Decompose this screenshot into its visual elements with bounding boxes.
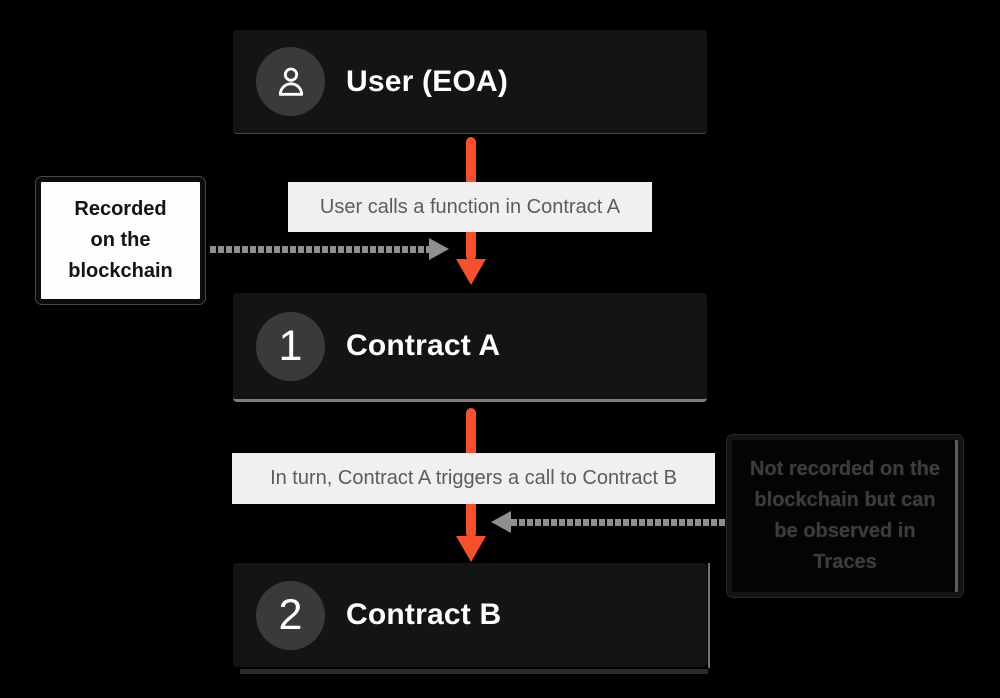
note-left-line: Recorded [74,198,167,220]
node-contract-a-title: Contract A [346,329,501,362]
note-right-line: blockchain but can [754,489,936,511]
user-icon [278,67,303,96]
note-right-line: Not recorded on the [749,458,940,480]
gray-arrow-left-head-icon [429,238,449,260]
note-right-line: be observed in [774,520,916,542]
gray-arrow-right-head-icon [491,511,511,533]
note-not-recorded-traces: Not recorded on the blockchain but can b… [726,434,964,598]
note-right-line: Traces [813,551,877,573]
contract-b-bottom-shadow [240,669,708,674]
edge-label-2: In turn, Contract A triggers a call to C… [232,453,715,504]
gray-arrow-left-shaft [210,246,430,253]
node-contract-b-title: Contract B [346,598,502,631]
edge-label-1: User calls a function in Contract A [288,182,652,232]
contract-b-number: 2 [278,590,303,639]
gray-arrow-right-shaft [511,519,725,526]
node-user-title: User (EOA) [346,64,509,98]
contract-a-badge: 1 [256,311,325,381]
orange-arrow-1-head-icon [456,259,486,285]
contract-b-badge: 2 [256,580,325,650]
user-badge [256,47,325,116]
note-left-line: on the [90,229,151,251]
contract-a-number: 1 [278,321,303,370]
note-recorded-on-blockchain: Recorded on the blockchain [35,176,206,305]
node-contract-b: 2 Contract B [233,563,707,667]
contract-b-right-edge-highlight [708,563,710,668]
note-left-line: blockchain [68,260,173,282]
node-contract-a: 1 Contract A [233,293,707,402]
orange-arrow-2-head-icon [456,536,486,562]
node-user-eoa: User (EOA) [233,30,707,134]
